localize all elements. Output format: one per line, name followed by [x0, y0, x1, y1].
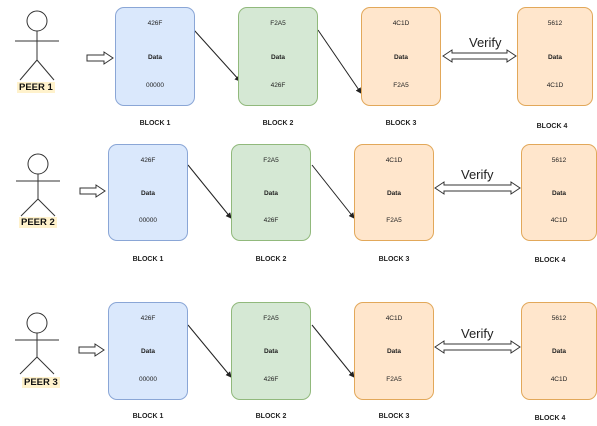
block-hash: 426F [140, 157, 156, 164]
block-hash: 4C1D [392, 20, 410, 27]
block-2: F2A5 Data 426F [238, 7, 318, 106]
link-arrow [311, 164, 355, 219]
block-4: 5612 Data 4C1D [521, 302, 597, 400]
block-hash: F2A5 [270, 20, 286, 27]
verify-label: Verify [469, 35, 502, 50]
hollow-arrow-icon [78, 343, 105, 357]
peer-label: PEER 1 [17, 82, 55, 93]
block-2: F2A5 Data 426F [231, 302, 311, 400]
block-data: Data [551, 189, 567, 197]
verify-double-arrow-icon [434, 340, 521, 354]
peer-label: PEER 2 [19, 217, 57, 228]
block-1: 426F Data 00000 [115, 7, 195, 106]
block-prev-hash: 00000 [138, 376, 158, 383]
block-data: Data [386, 348, 402, 356]
block-data: Data [386, 189, 402, 197]
stick-figure-icon [15, 312, 59, 375]
block-prev-hash: 00000 [145, 82, 165, 89]
block-caption: BLOCK 2 [262, 120, 294, 127]
verify-double-arrow-icon [442, 49, 517, 63]
stick-figure-icon [16, 153, 60, 217]
verify-label: Verify [461, 326, 494, 341]
block-3: 4C1D Data F2A5 [361, 7, 441, 106]
block-data: Data [147, 53, 163, 61]
link-arrow [317, 29, 362, 94]
block-data: Data [547, 53, 563, 61]
stick-figure-icon [15, 10, 59, 81]
block-prev-hash: 426F [263, 217, 279, 224]
block-1: 426F Data 00000 [108, 302, 188, 400]
block-hash: F2A5 [263, 315, 279, 322]
hollow-arrow-icon [86, 51, 114, 65]
block-2: F2A5 Data 426F [231, 144, 311, 241]
peer-2-graphics [16, 153, 521, 219]
block-data: Data [270, 53, 286, 61]
block-caption: BLOCK 1 [139, 120, 171, 127]
block-caption: BLOCK 4 [536, 123, 568, 130]
block-data: Data [551, 348, 567, 356]
block-3: 4C1D Data F2A5 [354, 144, 434, 241]
block-data: Data [140, 189, 156, 197]
verify-label: Verify [461, 167, 494, 182]
block-data: Data [263, 348, 279, 356]
block-prev-hash: 4C1D [550, 217, 568, 224]
block-hash: F2A5 [263, 157, 279, 164]
link-arrow [193, 29, 241, 82]
block-hash: 5612 [551, 157, 567, 164]
block-caption: BLOCK 3 [385, 120, 417, 127]
block-hash: 5612 [551, 315, 567, 322]
block-data: Data [393, 53, 409, 61]
block-prev-hash: F2A5 [393, 82, 409, 89]
block-4: 5612 Data 4C1D [521, 144, 597, 241]
block-hash: 426F [147, 20, 163, 27]
block-caption: BLOCK 4 [534, 257, 566, 264]
verify-double-arrow-icon [434, 181, 521, 195]
block-1: 426F Data 00000 [108, 144, 188, 241]
link-arrow [311, 324, 355, 378]
peer-3-graphics [15, 312, 521, 378]
block-caption: BLOCK 2 [255, 256, 287, 263]
block-prev-hash: 4C1D [546, 82, 564, 89]
block-hash: 4C1D [385, 157, 403, 164]
block-hash: 4C1D [385, 315, 403, 322]
block-caption: BLOCK 1 [132, 413, 164, 420]
block-hash: 426F [140, 315, 156, 322]
block-prev-hash: 00000 [138, 217, 158, 224]
link-arrow [187, 324, 232, 378]
block-data: Data [263, 189, 279, 197]
block-3: 4C1D Data F2A5 [354, 302, 434, 400]
link-arrow [187, 164, 232, 219]
block-4: 5612 Data 4C1D [517, 7, 593, 106]
block-prev-hash: 426F [270, 82, 286, 89]
block-caption: BLOCK 3 [378, 413, 410, 420]
block-caption: BLOCK 1 [132, 256, 164, 263]
block-data: Data [140, 348, 156, 356]
block-caption: BLOCK 3 [378, 256, 410, 263]
block-caption: BLOCK 2 [255, 413, 287, 420]
block-prev-hash: 4C1D [550, 376, 568, 383]
block-prev-hash: F2A5 [386, 376, 402, 383]
block-prev-hash: 426F [263, 376, 279, 383]
block-hash: 5612 [547, 20, 563, 27]
block-caption: BLOCK 4 [534, 415, 566, 422]
block-prev-hash: F2A5 [386, 217, 402, 224]
peer-label: PEER 3 [22, 377, 60, 388]
hollow-arrow-icon [79, 184, 106, 198]
peer-1-graphics [15, 10, 517, 94]
